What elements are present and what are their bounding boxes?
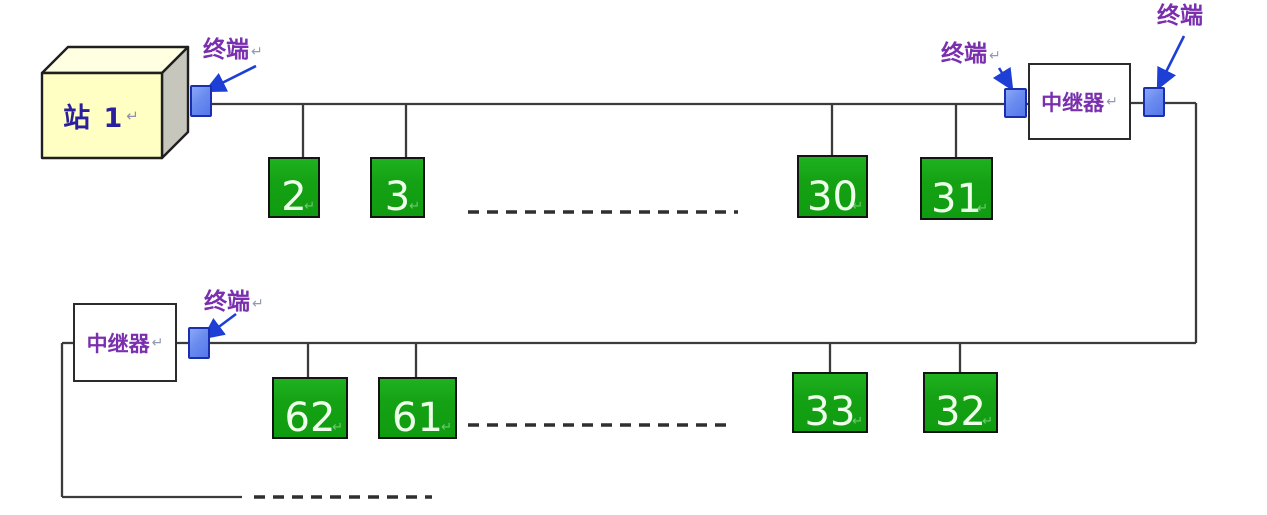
leader-arrow-terminator-2 [992, 66, 1014, 92]
return-mark: ↵ [151, 334, 164, 351]
node-31: 31 ↵ [920, 157, 993, 220]
node-2-number: 2 [281, 174, 307, 221]
return-mark: ↵ [409, 199, 420, 214]
return-mark: ↵ [1106, 93, 1118, 110]
repeater-1-label: 中继器 [1041, 90, 1105, 115]
node-33: 33 ↵ [792, 372, 868, 433]
return-mark: ↵ [977, 201, 988, 216]
station-cube [40, 45, 190, 160]
station-1-label-group: 站 1↵ [42, 73, 162, 158]
return-mark: ↵ [852, 414, 863, 429]
node-62-number: 62 [284, 395, 336, 442]
node-30-number: 30 [807, 174, 858, 221]
node-32-number: 32 [935, 389, 986, 436]
leader-arrow-terminator-3 [1156, 35, 1186, 91]
station-1-label: 站 1 [63, 103, 125, 134]
node-32: 32 ↵ [923, 372, 998, 433]
terminator-label-3: 终端 [1157, 3, 1203, 29]
return-mark: ↵ [304, 199, 315, 214]
return-mark: ↵ [252, 296, 264, 312]
node-61: 61 ↵ [378, 377, 457, 439]
terminator-label-2: 终端↵ [941, 41, 1001, 67]
return-mark: ↵ [251, 44, 263, 60]
terminator-label-4: 终端↵ [204, 289, 264, 315]
node-3-number: 3 [384, 174, 411, 221]
node-31-number: 31 [931, 176, 982, 223]
station-cube-front-face [40, 71, 164, 160]
leader-arrow-terminator-1 [203, 64, 257, 93]
return-mark: ↵ [982, 414, 993, 429]
return-mark: ↵ [332, 420, 343, 435]
return-mark: ↵ [989, 48, 1001, 64]
node-62: 62 ↵ [272, 377, 348, 439]
repeater-1: 中继器↵ [1028, 63, 1131, 140]
terminator-repeater1-left [1004, 88, 1027, 118]
node-33-number: 33 [804, 389, 856, 436]
terminator-repeater2 [188, 327, 210, 359]
repeater-2-label: 中继器 [86, 331, 150, 356]
node-2: 2 ↵ [268, 157, 320, 218]
node-61-number: 61 [392, 395, 443, 442]
node-3: 3 ↵ [370, 157, 425, 218]
repeater-2: 中继器↵ [73, 303, 177, 382]
node-30: 30 ↵ [797, 155, 868, 218]
return-mark: ↵ [852, 199, 863, 214]
terminator-station [190, 85, 212, 117]
return-mark: ↵ [126, 106, 141, 125]
return-mark: ↵ [441, 420, 452, 435]
terminator-label-1: 终端↵ [203, 37, 263, 63]
terminator-repeater1-right [1143, 87, 1165, 117]
